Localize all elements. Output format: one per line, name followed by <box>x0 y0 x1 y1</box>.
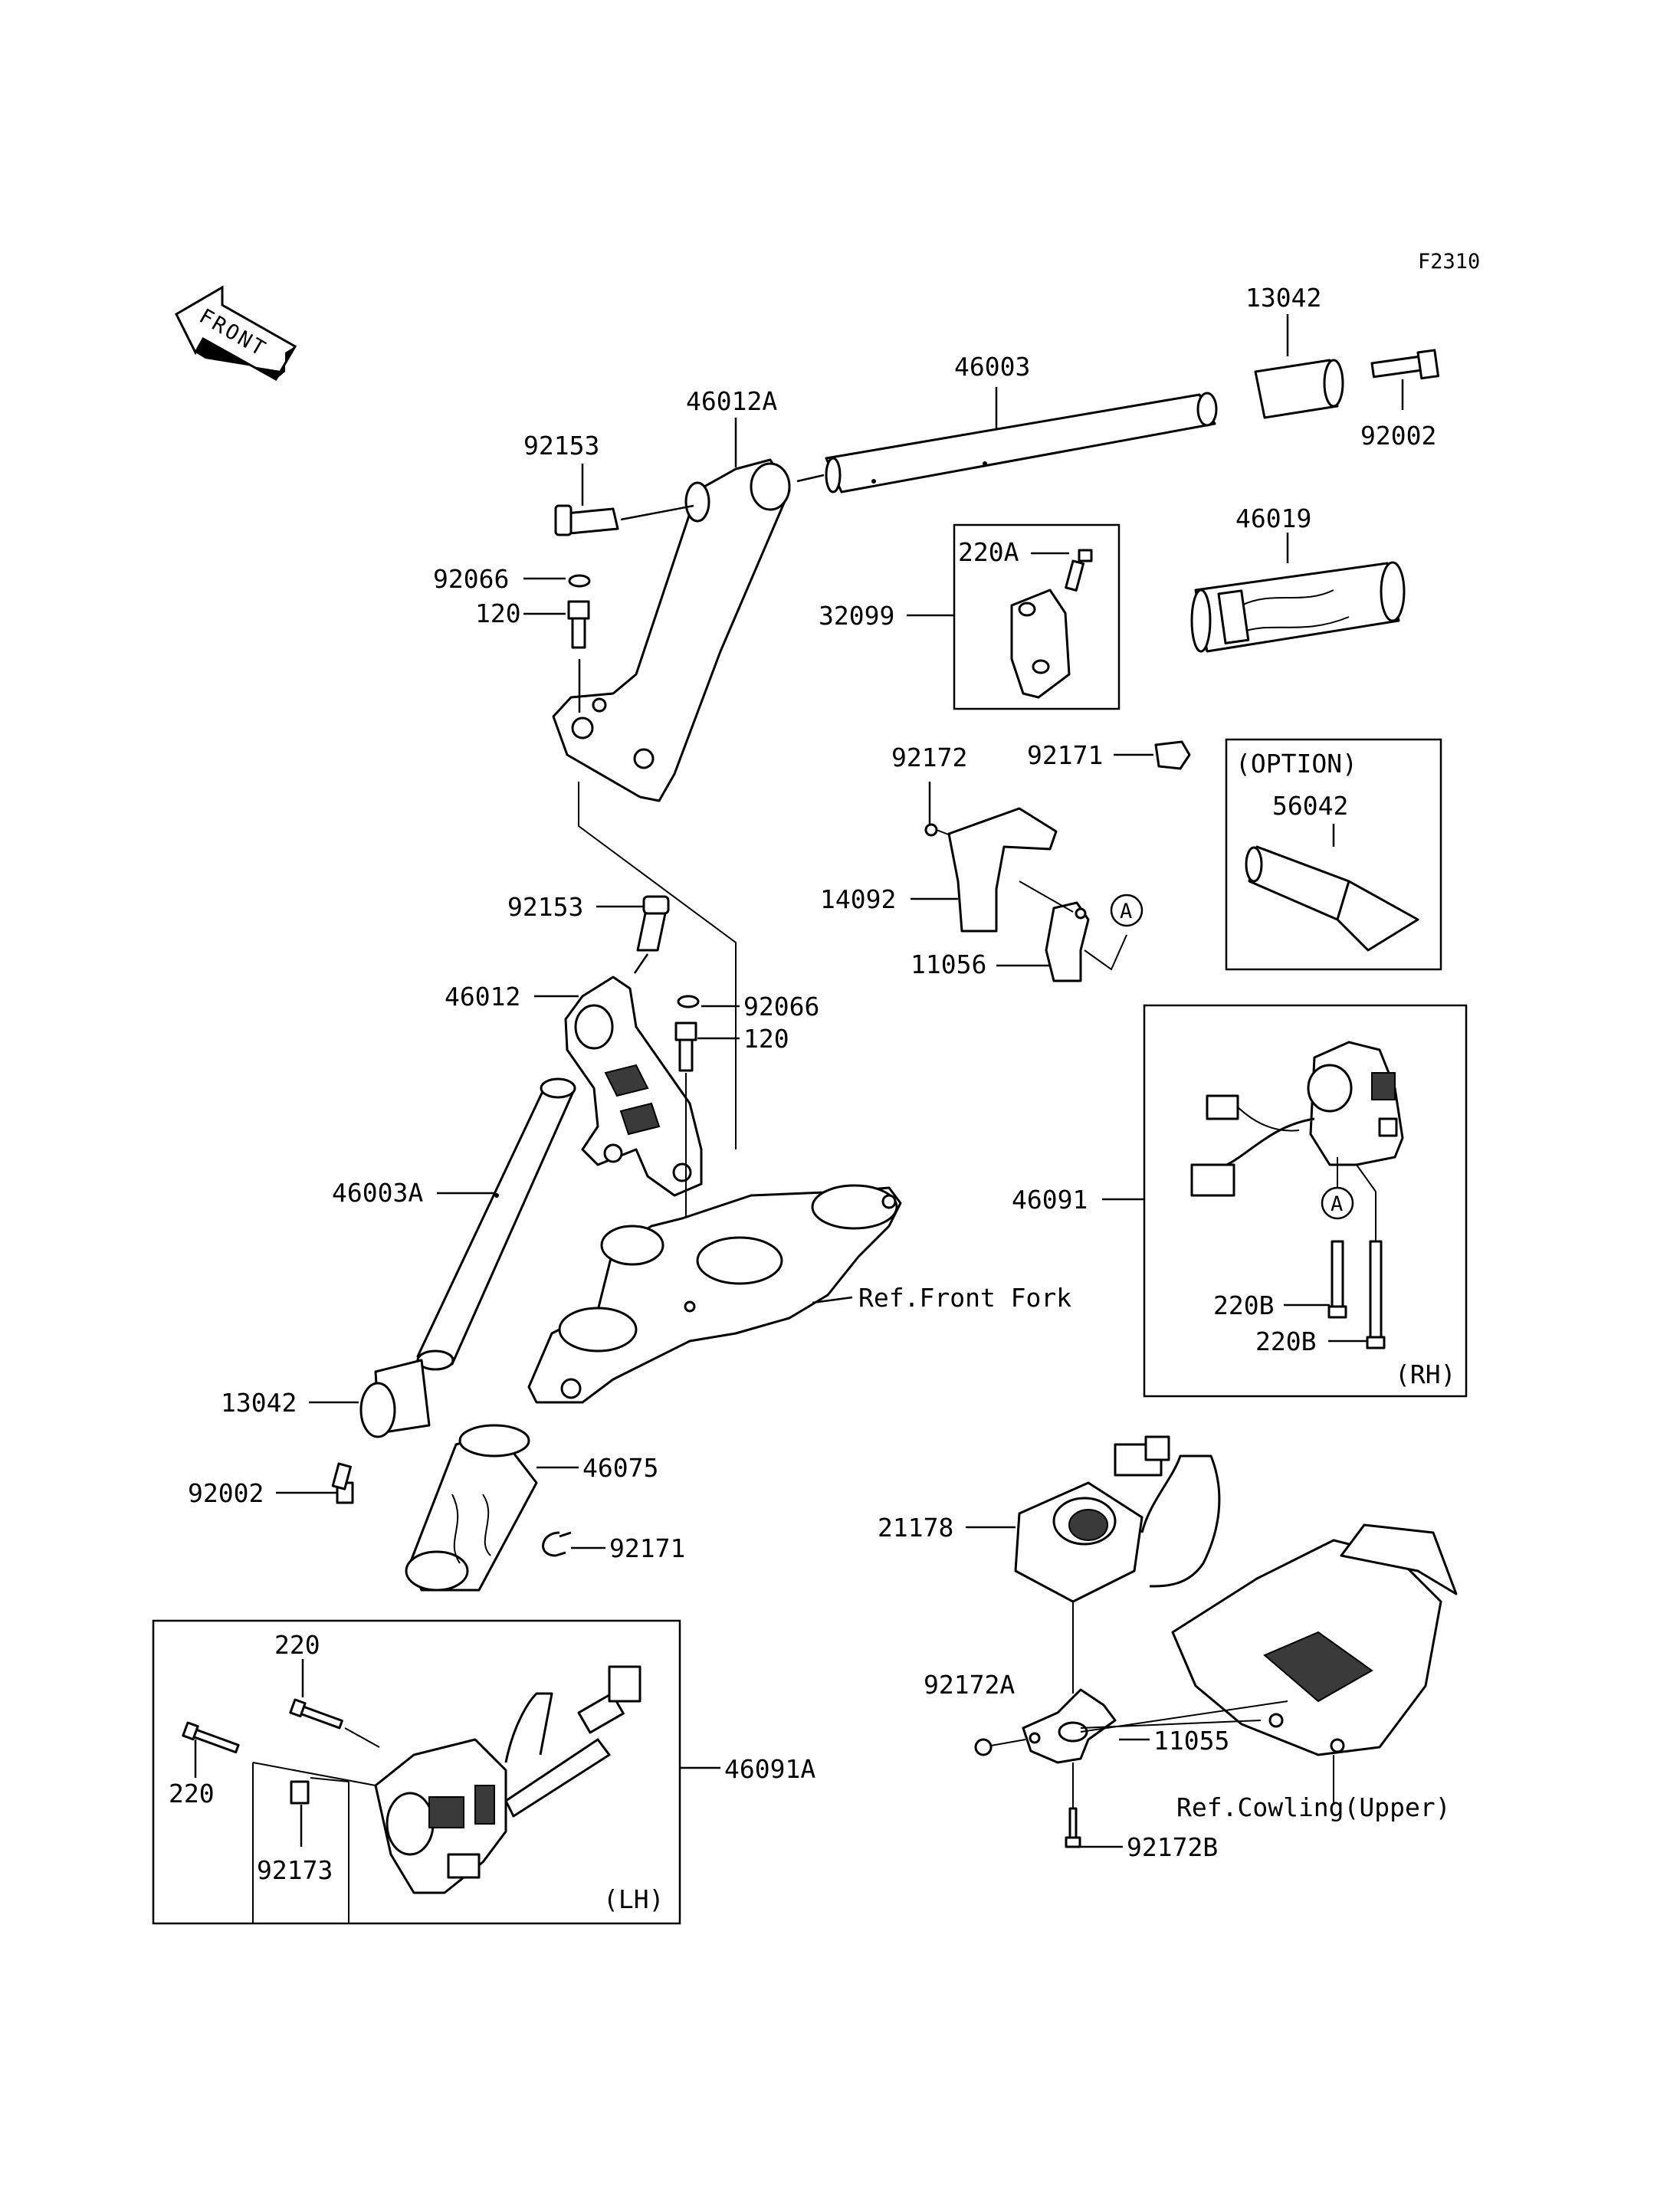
bracket-11055 <box>1022 1688 1117 1764</box>
option-box-label: (OPTION) <box>1235 749 1357 779</box>
label-92153-mid: 92153 <box>507 892 583 922</box>
bolt-120-lower <box>674 1021 697 1072</box>
label-220B-2: 220B <box>1255 1326 1316 1356</box>
bar-end-weight-left <box>359 1359 431 1438</box>
top-triple-clamp <box>527 1184 902 1404</box>
grip-left-46075 <box>405 1424 538 1592</box>
label-14092: 14092 <box>820 884 896 914</box>
label-46003: 46003 <box>954 352 1030 382</box>
handle-holder-right <box>552 458 791 802</box>
screw-220-1 <box>289 1698 343 1730</box>
label-13042-top: 13042 <box>1245 283 1321 313</box>
label-220-2: 220 <box>169 1779 215 1808</box>
handle-holder-left <box>564 976 703 1197</box>
label-46003A: 46003A <box>332 1178 423 1208</box>
label-92002-low: 92002 <box>188 1478 264 1508</box>
callout-a-rh-label: A <box>1331 1192 1343 1216</box>
callout-a-upper <box>1110 894 1144 927</box>
cap-92171-upper <box>1154 740 1191 770</box>
washer-92066-lower <box>677 995 700 1008</box>
cover-14092 <box>924 807 1058 933</box>
rh-box-label: (RH) <box>1395 1359 1455 1389</box>
option-box <box>1225 738 1442 971</box>
label-92172: 92172 <box>891 743 967 772</box>
label-120-mid: 120 <box>743 1024 789 1054</box>
label-92173: 92173 <box>257 1855 333 1885</box>
label-46019: 46019 <box>1235 503 1311 533</box>
label-92066-mid: 92066 <box>743 992 819 1021</box>
label-92153-top: 92153 <box>523 431 599 461</box>
control-unit-21178 <box>1014 1435 1221 1603</box>
washer-92066-upper <box>568 574 591 588</box>
callout-a-upper-label: A <box>1120 900 1132 923</box>
label-11056: 11056 <box>911 949 986 979</box>
lh-switch-box <box>152 1619 681 1925</box>
screw-220B-1 <box>1327 1240 1347 1319</box>
lever-clamp-32099 <box>1010 589 1071 699</box>
switch-housing-right <box>1190 1041 1404 1197</box>
throttle-grip-right <box>1190 561 1406 653</box>
label-46091: 46091 <box>1012 1185 1088 1215</box>
label-56042: 56042 <box>1272 791 1348 821</box>
bar-end-weight-right <box>1254 359 1344 419</box>
screw-220A <box>1065 549 1093 592</box>
label-92172B: 92172B <box>1127 1832 1218 1862</box>
handlebar-tube-right <box>825 392 1218 494</box>
front-arrow-icon: FRONT <box>175 285 297 382</box>
switch-housing-left <box>374 1665 641 1894</box>
label-46091A: 46091A <box>724 1754 815 1784</box>
figure-code: F2310 <box>1418 250 1480 274</box>
label-220-1: 220 <box>274 1630 320 1660</box>
box-32099 <box>953 523 1121 710</box>
bolt-92002-right <box>1370 349 1440 380</box>
label-46012A: 46012A <box>686 386 777 416</box>
screw-220-2 <box>182 1721 240 1754</box>
label-92171-top: 92171 <box>1027 740 1103 770</box>
screw-220B-2 <box>1366 1240 1386 1349</box>
screw-92172A <box>974 1738 1026 1756</box>
label-46012: 46012 <box>445 982 520 1012</box>
lh-box-label: (LH) <box>603 1884 664 1914</box>
label-92002-top: 92002 <box>1360 421 1436 451</box>
label-11055: 11055 <box>1153 1726 1229 1756</box>
clip-92173 <box>290 1780 310 1805</box>
bolt-92153-upper <box>554 504 619 536</box>
label-13042-low: 13042 <box>221 1388 297 1418</box>
handlebar-tube-left <box>416 1077 576 1371</box>
ref-cowling-upper: Ref.Cowling(Upper) <box>1176 1792 1451 1822</box>
upper-cowling <box>1171 1523 1458 1756</box>
screw-92172B <box>1065 1807 1081 1848</box>
bolt-92002-left <box>331 1462 354 1504</box>
label-92066-top: 92066 <box>433 564 509 594</box>
bolt-120-upper <box>567 600 590 649</box>
grease-tube-56042 <box>1245 845 1419 952</box>
label-220B-1: 220B <box>1213 1290 1274 1320</box>
ref-front-fork: Ref.Front Fork <box>858 1283 1071 1313</box>
label-32099: 32099 <box>819 601 894 631</box>
label-220A: 220A <box>958 537 1019 567</box>
clip-92171-lower <box>542 1531 572 1557</box>
label-92172A: 92172A <box>924 1670 1015 1700</box>
label-92171-low: 92171 <box>609 1533 685 1563</box>
bracket-11056 <box>1045 901 1090 982</box>
rh-switch-box <box>1143 1004 1468 1398</box>
bolt-92153-lower <box>636 895 670 952</box>
label-120-top: 120 <box>475 598 521 628</box>
label-46075: 46075 <box>582 1453 658 1483</box>
label-21178: 21178 <box>878 1513 953 1543</box>
